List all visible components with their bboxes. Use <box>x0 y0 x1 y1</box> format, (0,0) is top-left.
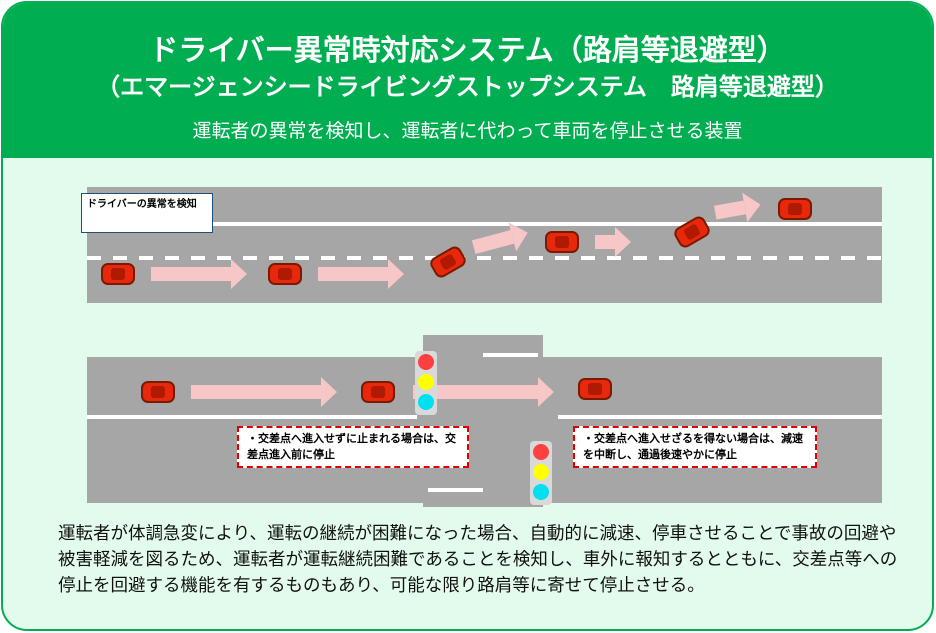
car <box>778 198 812 220</box>
note-stop-before-intersection: ・交差点へ進入せずに止まれる場合は、交差点進入前に停止 <box>237 426 469 468</box>
description: 運転者が体調急変により、運転の継続が困難になった場合、自動的に減速、停車させるこ… <box>58 524 898 596</box>
arrow <box>318 259 404 289</box>
car <box>578 378 612 400</box>
car <box>101 263 135 285</box>
car <box>361 381 395 403</box>
tagline: 運転者の異常を検知し、運転者に代わって車両を停止させる装置 <box>192 120 743 142</box>
intersection <box>423 335 543 507</box>
lane-dashed-line <box>87 256 882 260</box>
page-title: ドライバー異常時対応システム（路肩等退避型） <box>149 33 786 67</box>
note-pass-intersection: ・交差点へ進入せざるを得ない場合は、減速を中断し、通過後速やかに停止 <box>573 426 817 468</box>
page-subtitle: （エマージェンシードライビングストップシステム 路肩等退避型） <box>96 73 839 101</box>
arrow <box>595 227 631 257</box>
car <box>141 381 175 403</box>
car <box>268 263 302 285</box>
road-edge-line <box>87 415 417 419</box>
header: ドライバー異常時対応システム（路肩等退避型） （エマージェンシードライビングスト… <box>3 3 932 158</box>
arrow <box>191 377 337 407</box>
stop-line <box>428 488 483 492</box>
car <box>545 231 579 253</box>
traffic-light <box>530 441 552 505</box>
road-edge-line <box>558 415 882 419</box>
traffic-light <box>415 351 437 415</box>
shoulder-line <box>87 222 882 226</box>
arrow <box>413 377 554 407</box>
stop-line <box>483 353 538 357</box>
detection-callout: ドライバーの異常を検知 <box>81 193 213 233</box>
arrow <box>151 259 247 289</box>
